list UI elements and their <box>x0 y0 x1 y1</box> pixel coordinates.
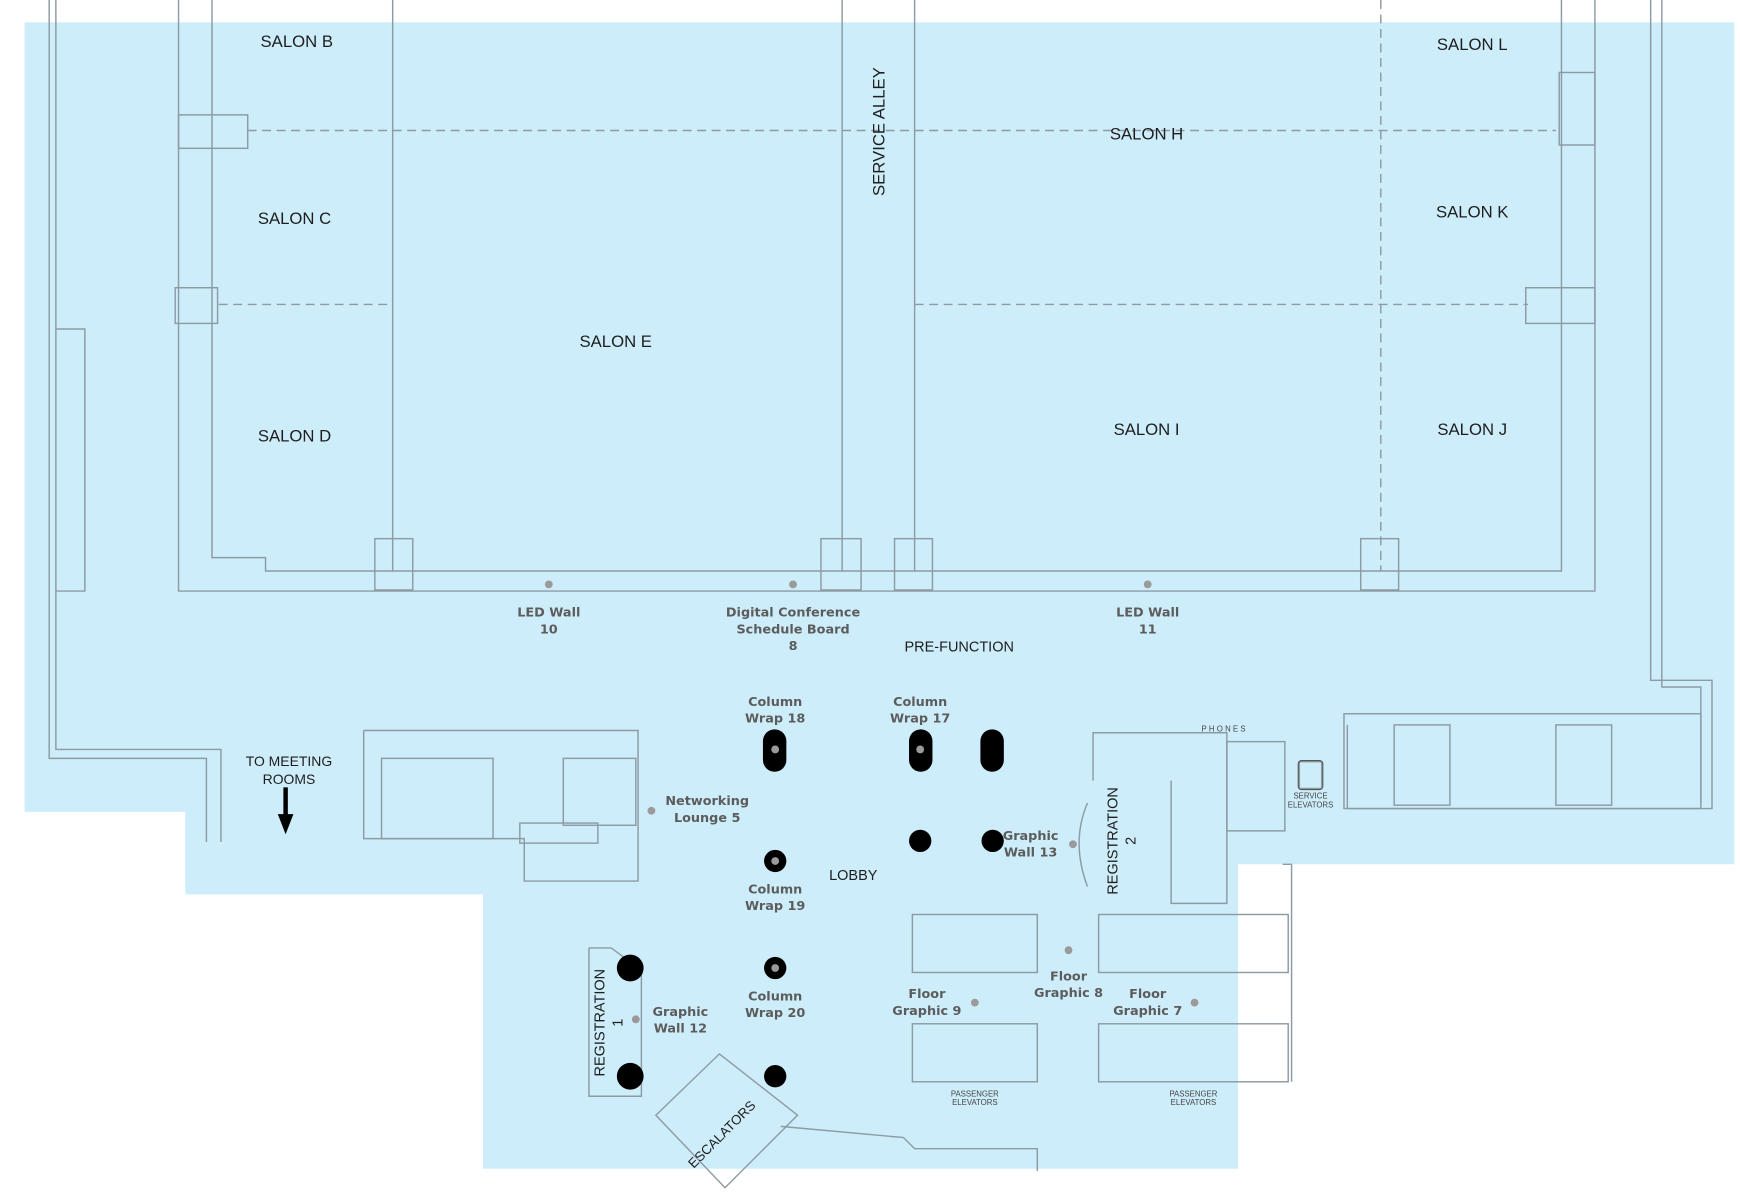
marker-dot[interactable] <box>1069 840 1077 849</box>
marker-dot[interactable] <box>916 745 925 754</box>
room-salon-b: SALON B <box>261 32 333 51</box>
room-salon-h: SALON H <box>1110 124 1183 143</box>
pre-function-label: PRE-FUNCTION <box>905 639 1014 655</box>
marker-dot[interactable] <box>789 580 797 589</box>
walls <box>48 0 1713 1189</box>
marker-dot[interactable] <box>1143 580 1152 589</box>
room-salon-l: SALON L <box>1437 35 1508 54</box>
room-salon-d: SALON D <box>258 427 331 446</box>
marker-dots <box>544 580 1199 1024</box>
room-salon-c: SALON C <box>258 209 331 228</box>
service-elevator-icon <box>1297 760 1324 791</box>
phones-label: PHONES <box>1201 725 1247 734</box>
marker-dot[interactable] <box>771 964 780 972</box>
marker-dot[interactable] <box>771 745 780 754</box>
column <box>980 729 1004 772</box>
room-salon-e: SALON E <box>579 332 651 351</box>
lobby-label: LOBBY <box>829 868 878 884</box>
marker-dot[interactable] <box>544 580 553 589</box>
service-alley-label: SERVICE ALLEY <box>869 67 888 196</box>
column <box>981 829 1004 853</box>
marker-dot[interactable] <box>1190 998 1199 1007</box>
marker-dot[interactable] <box>647 806 656 815</box>
room-salon-i: SALON I <box>1114 420 1180 439</box>
column <box>909 829 932 853</box>
marker-dot[interactable] <box>970 998 979 1007</box>
column <box>616 954 644 982</box>
arrow-down-icon <box>277 787 294 835</box>
column <box>616 1062 644 1090</box>
room-salon-j: SALON J <box>1437 420 1507 439</box>
marker-dot[interactable] <box>771 857 780 865</box>
column <box>764 1065 787 1088</box>
floor-area <box>24 22 1735 1169</box>
marker-dot[interactable] <box>1064 946 1073 955</box>
columns <box>616 729 1004 1090</box>
marker-dot[interactable] <box>631 1015 640 1024</box>
room-salon-k: SALON K <box>1436 202 1508 221</box>
